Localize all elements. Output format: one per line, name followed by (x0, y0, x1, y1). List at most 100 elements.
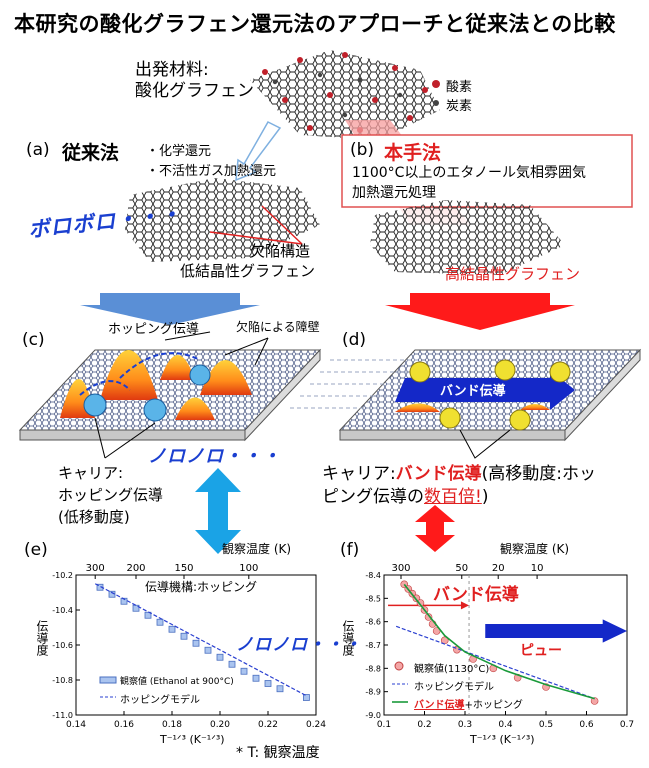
carrier-d-l2-post: ) (481, 487, 489, 507)
chart-e-noro: ノロノロ・・・ (236, 635, 362, 655)
legend-oxygen: 酸素 (446, 80, 473, 95)
y-tick-label: -8.8 (365, 664, 381, 673)
chart-f-ylabel: 伝導度 (341, 620, 355, 656)
oxygen-dot-icon (432, 80, 440, 88)
y-tick-label: -9.0 (365, 711, 381, 720)
barrier-leader-2 (224, 337, 269, 356)
chart-f-legend-3-rest: +ホッピング (464, 700, 523, 711)
data-point (132, 604, 140, 612)
data-point (144, 611, 152, 619)
data-point (204, 646, 212, 654)
chart-f-tag: (f) (340, 540, 360, 560)
band-range-head (460, 601, 470, 610)
y-tick-label: -8.7 (365, 641, 381, 650)
x-tick-label: 0.3 (458, 720, 472, 730)
high-crystal-label: 高結晶性グラフェン (445, 265, 581, 283)
model-line (94, 583, 307, 697)
y-tick-label: -8.9 (365, 688, 381, 697)
y-tick-label: -10.6 (52, 641, 73, 650)
legend-carbon: 炭素 (446, 99, 473, 114)
chart-f-view: ピュー (520, 643, 562, 659)
panel-d-tag: (d) (342, 330, 367, 350)
chart-e-mechanism: 伝導機構:ホッピング (145, 580, 258, 594)
noro-label: ノロノロ・・・ (148, 446, 281, 467)
panel-a-tag: (a) (26, 140, 50, 160)
y-tick-label: -8.6 (365, 618, 381, 627)
carrier-d-pre: キャリア: (322, 464, 396, 484)
carrier-leader-d (459, 429, 511, 459)
y-tick-label: -10.4 (52, 606, 73, 615)
barrier-leader-1 (254, 337, 269, 366)
data-point (252, 674, 260, 682)
model-line (395, 625, 595, 700)
carrier-c-2: ホッピング伝導 (58, 486, 164, 504)
carrier-d-mid: (高移動度:ホッ (481, 464, 596, 484)
top-tick-label: 10 (531, 563, 544, 574)
page-title: 本研究の酸化グラフェン還元法のアプローチと従来法との比較 (14, 12, 616, 36)
carrier-d-line-2: ピング伝導の数百倍!) (322, 482, 488, 507)
data-point (228, 660, 236, 668)
low-crystal-graphene (125, 178, 320, 262)
x-tick-label: 0.1 (377, 720, 391, 730)
x-tick-label: 0.14 (66, 720, 86, 730)
data-point (192, 639, 200, 647)
chart-e-legend-1: 観察値 (Ethanol at 900°C) (120, 677, 234, 687)
pyu-arrow (485, 619, 627, 643)
carrier-leader-c (94, 417, 106, 459)
x-tick-label: 0.16 (114, 720, 134, 730)
chart-f-band: バンド伝導 (433, 585, 519, 605)
data-point (264, 680, 272, 687)
top-tick-label: 20 (492, 563, 505, 574)
band-hopping-line (403, 583, 595, 700)
barrier-label: 欠陥による障壁 (236, 320, 320, 334)
panel-b-box (341, 134, 633, 208)
light-blue-arrow (235, 121, 282, 182)
cyan-double-arrow (195, 468, 241, 554)
x-tick-label: 0.18 (162, 720, 182, 730)
blue-down-arrow (80, 293, 260, 325)
high-crystal-graphene (370, 200, 565, 275)
x-tick-label: 0.4 (498, 720, 513, 730)
carrier-d-band: バンド伝導 (395, 464, 482, 484)
data-point (416, 599, 425, 607)
panel-a-method-2: ・不活性ガス加熱還元 (146, 164, 277, 179)
y-tick-label: -11.0 (52, 711, 73, 720)
data-point (590, 697, 599, 705)
top-tick-label: 300 (86, 563, 105, 574)
panel-c-sheet (18, 348, 322, 442)
chart-f-legend-2: ホッピングモデル (414, 682, 494, 693)
y-tick-label: -10.2 (52, 571, 73, 580)
x-tick-label: 0.2 (417, 720, 431, 730)
chart-e-footnote: * T: 観察温度 (236, 745, 320, 761)
chart-f-legend-3: バンド伝導+ホッピング (414, 696, 523, 711)
chart-e-tag: (e) (24, 540, 48, 560)
legend-marker-data (394, 661, 404, 671)
carrier-d-line-1: キャリア:バンド伝導(高移動度:ホッ (322, 459, 596, 484)
x-tick-label: 0.24 (306, 720, 326, 730)
carrier-d-l2-pre: ピング伝導の (322, 487, 424, 507)
start-label-2: 酸化グラフェン (135, 81, 254, 101)
chart-f-xlabel: T⁻¹ᐟ³ (K⁻¹ᐟ³) (470, 733, 535, 746)
chart-f-legend-3-red: バンド伝導 (414, 700, 465, 711)
y-tick-label: -10.8 (52, 676, 73, 685)
panel-c-tag: (c) (22, 330, 45, 350)
panel-b-desc-1: 1100°C以上のエタノール気相雰囲気 (352, 165, 586, 181)
carbon-dot-icon (433, 100, 439, 106)
low-crystal-label: 低結晶性グラフェン (180, 262, 316, 280)
hopping-leader (164, 331, 211, 341)
carrier-c-1: キャリア: (58, 464, 124, 482)
panel-b-desc-2: 加熱還元処理 (352, 185, 436, 201)
chart-e-top-label: 観察温度 (K) (222, 542, 292, 556)
chart-e-xlabel: T⁻¹ᐟ³ (K⁻¹ᐟ³) (160, 733, 225, 746)
start-label-1: 出発材料: (135, 60, 209, 80)
data-point (240, 667, 248, 675)
carrier-leader-c2 (104, 422, 156, 459)
top-tick-label: 50 (455, 563, 468, 574)
chart-f-top-label: 観察温度 (K) (500, 542, 570, 556)
graphene-oxide-molecule (250, 50, 440, 140)
x-tick-label: 0.20 (210, 720, 230, 730)
top-tick-label: 100 (239, 563, 258, 574)
legend-marker-data (99, 676, 117, 684)
